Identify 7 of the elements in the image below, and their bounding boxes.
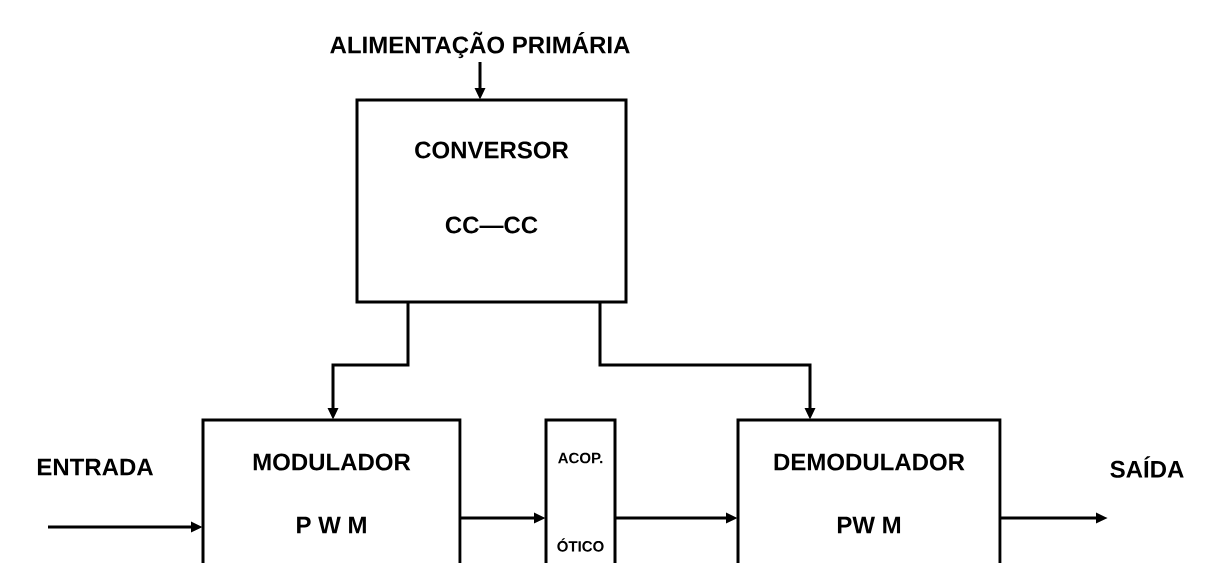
- block-box: DEMODULADOR PW M: [736, 418, 1002, 563]
- input-label: ALIMENTAÇÃO PRIMÁRIA: [330, 31, 630, 59]
- block-box: ACOP. ÓTICO: [544, 418, 617, 563]
- block-box: MODULADOR P W M: [201, 418, 462, 563]
- block-box: CONVERSOR CC—CC: [355, 98, 628, 304]
- edge-label: ENTRADA: [37, 458, 153, 476]
- edge-label: SAÍDA: [1110, 456, 1184, 478]
